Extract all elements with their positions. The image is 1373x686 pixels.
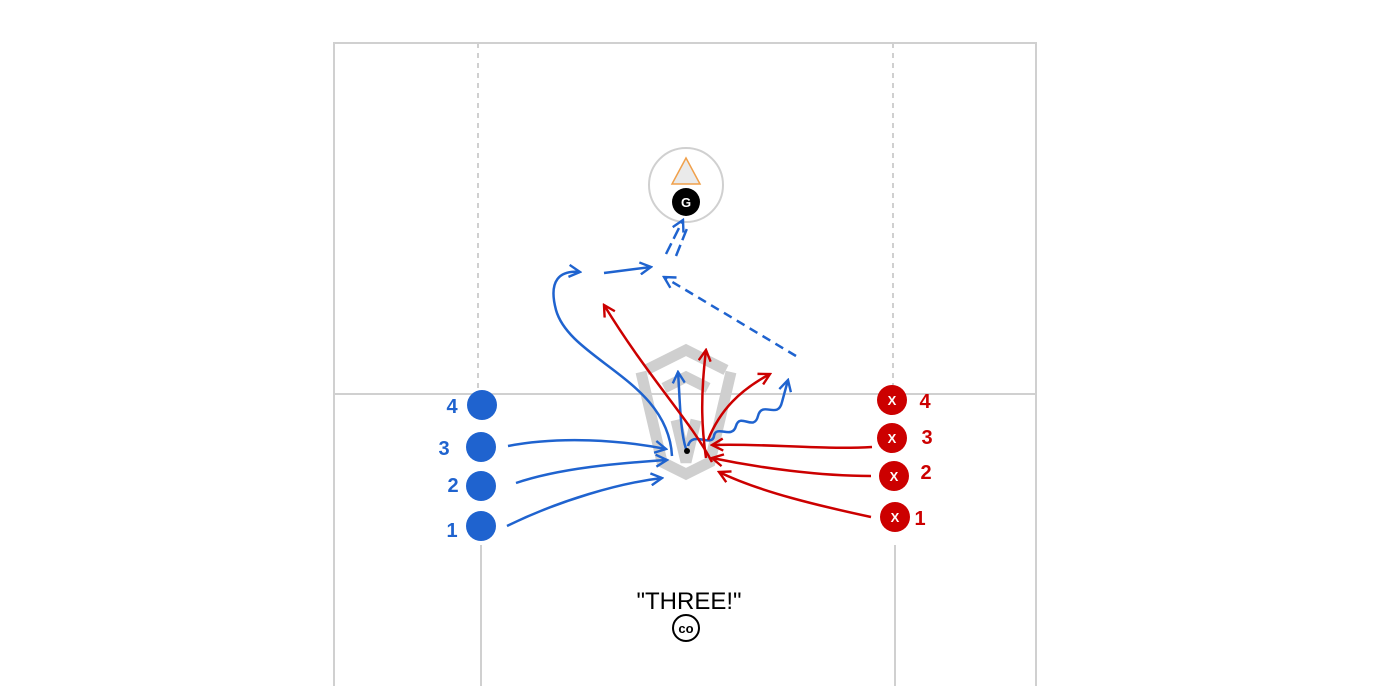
defense-player-2-label: 2 xyxy=(920,462,931,484)
goal-triangle-icon xyxy=(670,156,702,185)
goalie: G xyxy=(672,188,700,216)
offense-pass-back xyxy=(664,277,797,358)
offense-player-4-label: 4 xyxy=(446,396,458,418)
offense-path-3 xyxy=(507,438,666,449)
defense-players: X 4 X 3 X 2 X 1 xyxy=(877,385,933,532)
defense-player-2: X 2 xyxy=(879,461,932,491)
defense-player-4: X 4 xyxy=(877,385,931,415)
offense-path-2 xyxy=(515,460,667,485)
defense-cut-right xyxy=(706,374,770,441)
offense-cut-left xyxy=(552,272,674,457)
offense-pass-shot xyxy=(664,220,683,255)
defense-player-2-marker: X xyxy=(890,469,899,484)
offense-pass-lead xyxy=(603,267,651,273)
center-logo-icon xyxy=(635,343,737,481)
field-boundary xyxy=(333,42,1037,686)
defense-cut-center xyxy=(702,350,706,459)
offense-pass-shot-2 xyxy=(674,225,690,257)
goalie-label: G xyxy=(681,195,691,210)
offense-player-1: 1 xyxy=(446,511,496,542)
offense-player-2: 2 xyxy=(447,471,496,501)
defense-player-3-marker: X xyxy=(888,431,897,446)
defense-player-4-label: 4 xyxy=(919,391,931,413)
goal-crease xyxy=(648,147,724,223)
defense-path-3 xyxy=(712,445,873,448)
defense-player-1: X 1 xyxy=(880,502,926,532)
coach-badge: co xyxy=(672,614,700,642)
offense-player-2-label: 2 xyxy=(447,475,458,497)
defense-player-3: X 3 xyxy=(877,423,933,453)
offense-player-3: 3 xyxy=(438,432,496,462)
defense-player-4-marker: X xyxy=(888,393,897,408)
field-lines xyxy=(333,42,1037,686)
defense-player-3-label: 3 xyxy=(921,427,932,449)
defense-player-1-marker: X xyxy=(891,510,900,525)
defense-player-1-label: 1 xyxy=(914,508,925,530)
offense-player-3-label: 3 xyxy=(438,438,449,460)
offense-path-1 xyxy=(506,478,662,528)
defense-path-1 xyxy=(719,472,872,519)
ball xyxy=(684,448,690,454)
defense-paths xyxy=(604,305,873,519)
offense-players: 4 3 2 1 xyxy=(438,390,497,542)
defense-path-2 xyxy=(712,458,872,478)
coach-badge-label: co xyxy=(678,621,693,636)
offense-player-4: 4 xyxy=(446,390,497,420)
call-text: "THREE!" xyxy=(636,588,741,615)
offense-player-1-label: 1 xyxy=(446,520,457,542)
